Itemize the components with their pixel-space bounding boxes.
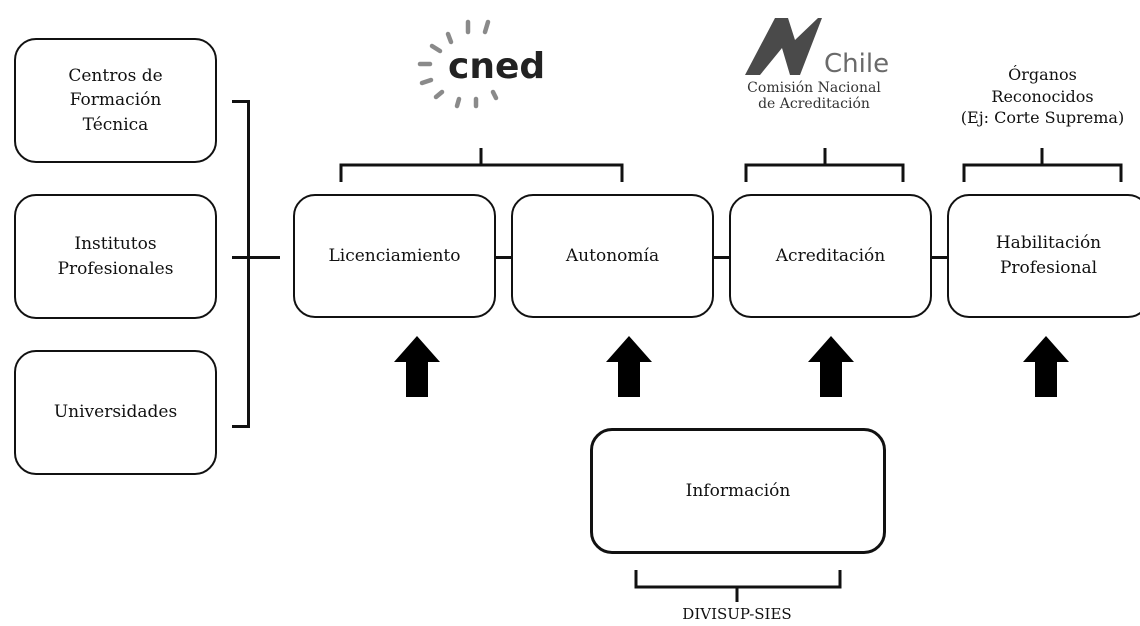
institution-label-cft: Centros de Formación Técnica — [68, 65, 163, 135]
connector-acreditacion-habilitacion — [932, 256, 947, 259]
divisup-bracket — [634, 570, 842, 602]
connector-autonomia-acreditacion — [714, 256, 729, 259]
informacion-box: Información — [590, 428, 886, 554]
divisup-label: DIVISUP-SIES — [682, 605, 792, 623]
cned-logo-text: cned — [448, 46, 545, 87]
arrow-up-icon — [1023, 336, 1069, 397]
stage-label-licenciamiento: Licenciamiento — [328, 245, 461, 266]
stage-box-acreditacion: Acreditación — [729, 194, 932, 318]
connector-licenciamiento-autonomia — [496, 256, 511, 259]
stage-label-habilitacion: Habilitación Profesional — [995, 233, 1102, 278]
cna-logo-line1: Comisión Nacional — [747, 80, 881, 96]
institution-label-universidades: Universidades — [53, 402, 178, 423]
cned-bracket — [339, 148, 624, 182]
stage-box-habilitacion: Habilitación Profesional — [947, 194, 1140, 318]
institution-label-ip: Institutos Profesionales — [57, 233, 174, 279]
institution-box-universidades: Universidades — [14, 350, 217, 475]
stage-box-licenciamiento: Licenciamiento — [293, 194, 496, 318]
institutions-bracket-mid-tick — [232, 256, 280, 259]
cna-bracket — [744, 148, 905, 182]
stage-label-autonomia: Autonomía — [565, 245, 660, 266]
institutions-bracket-top-tick — [232, 100, 249, 103]
arrow-up-icon — [808, 336, 854, 397]
stage-label-acreditacion: Acreditación — [775, 245, 886, 266]
stage-box-autonomia: Autonomía — [511, 194, 714, 318]
institutions-bracket-bottom-tick — [232, 425, 249, 428]
institution-box-ip: Institutos Profesionales — [14, 194, 217, 319]
cna-logo-line2: de Acreditación — [758, 96, 870, 112]
informacion-label: Información — [685, 480, 791, 501]
cna-logo-chile: Chile — [824, 49, 889, 79]
institutions-bracket-vertical — [247, 100, 250, 428]
organos-label: Órganos Reconocidos (Ej: Corte Suprema) — [960, 65, 1125, 128]
arrow-up-icon — [394, 336, 440, 397]
organos-bracket — [962, 148, 1123, 182]
arrow-up-icon — [606, 336, 652, 397]
institution-box-cft: Centros de Formación Técnica — [14, 38, 217, 163]
